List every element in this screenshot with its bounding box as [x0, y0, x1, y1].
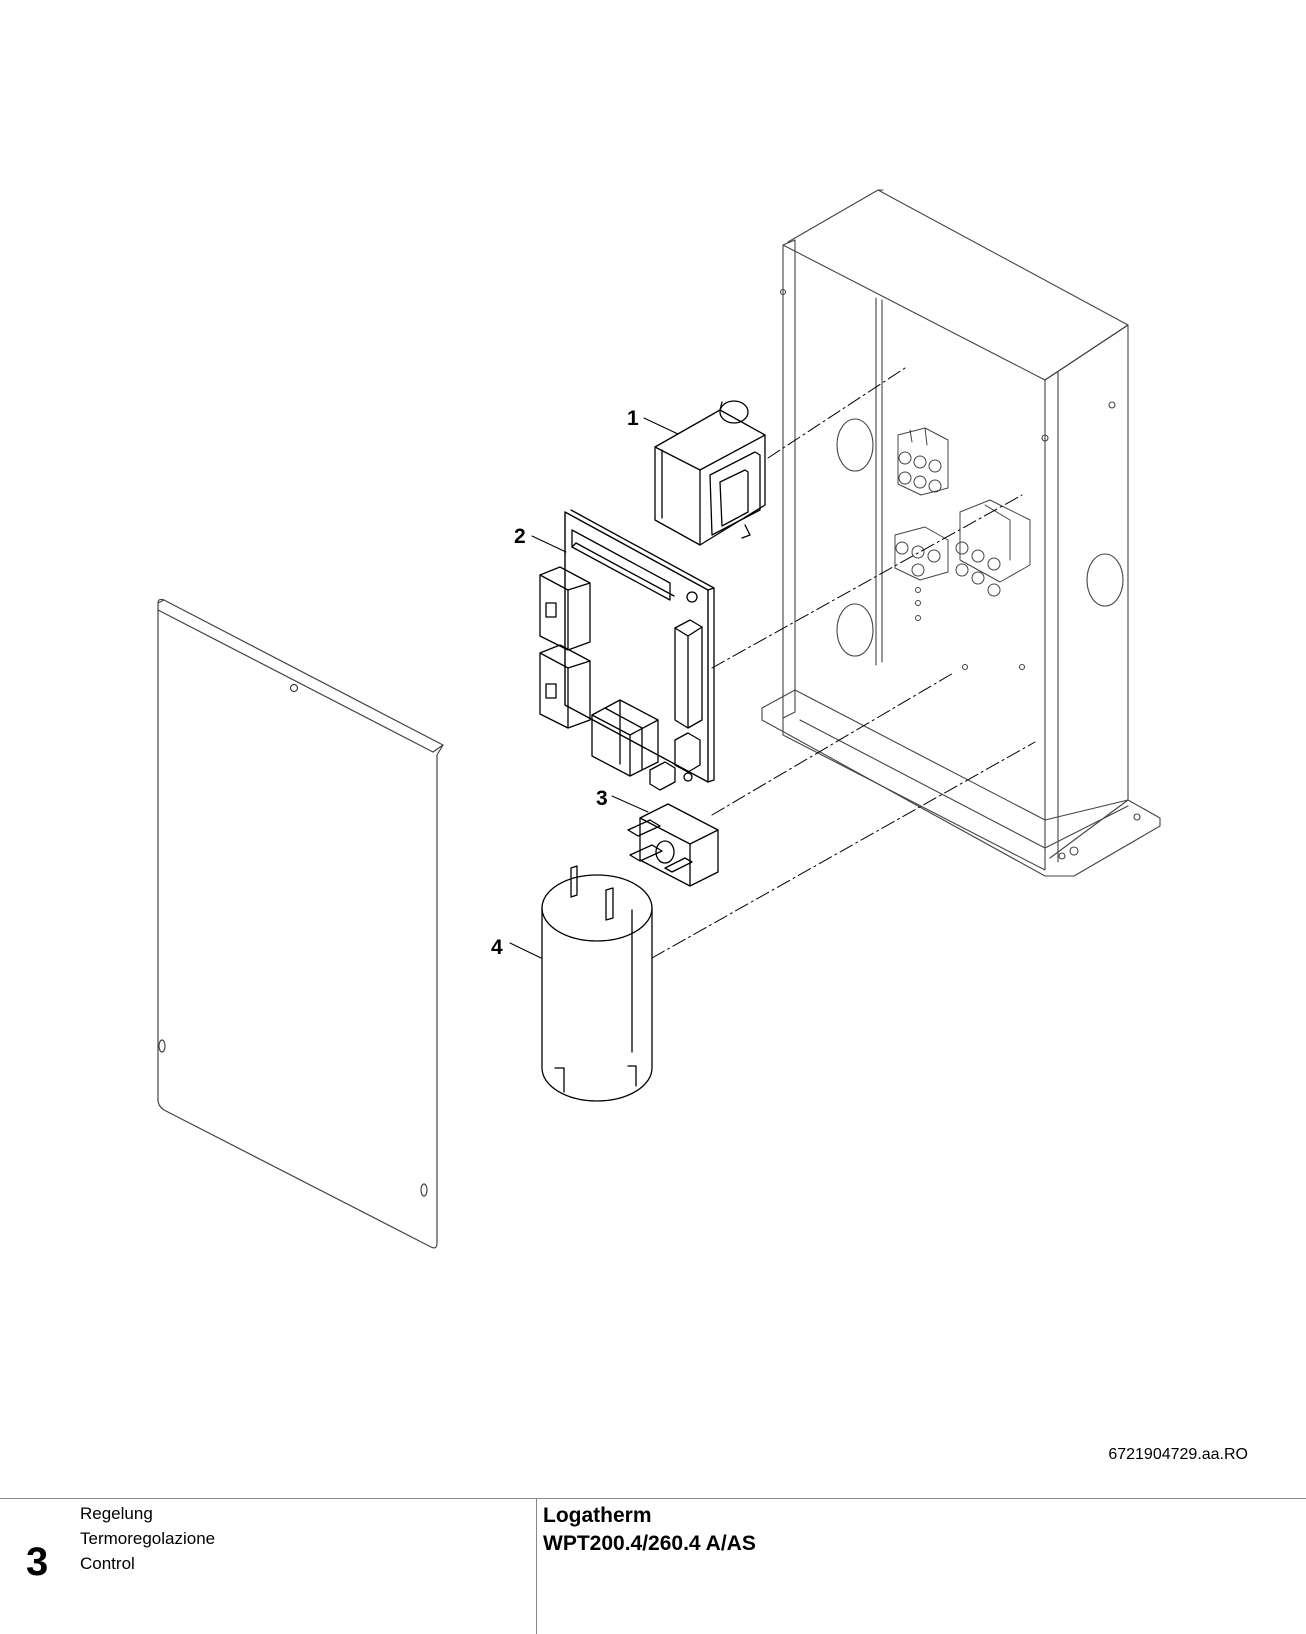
page-footer: 3 Regelung Termoregolazione Control Loga… — [0, 1498, 1306, 1634]
product-line-1: Logatherm — [543, 1504, 652, 1527]
alignment-lines — [651, 367, 1036, 959]
section-title-de: Regelung — [80, 1504, 153, 1523]
section-title-it: Termoregolazione — [80, 1529, 216, 1548]
chapter-number: 3 — [26, 1540, 49, 1584]
footer-divider — [536, 1499, 537, 1634]
cover-panel — [157, 598, 444, 1249]
drawing-code: 6721904729.aa.RO — [1108, 1446, 1248, 1463]
callout-1: 1 — [627, 407, 639, 430]
part-3-holder — [627, 803, 719, 887]
control-housing — [761, 189, 1161, 877]
product-line-2: WPT200.4/260.4 A/AS — [543, 1532, 756, 1555]
callout-2: 2 — [514, 525, 526, 548]
leader-lines — [509, 417, 679, 959]
part-1-transformer — [654, 400, 766, 546]
callout-4: 4 — [491, 936, 503, 959]
section-title-en: Control — [80, 1554, 135, 1573]
exploded-parts-diagram: 1 2 3 4 — [157, 189, 1161, 1249]
callout-3: 3 — [596, 787, 608, 810]
part-2-circuit-board — [539, 509, 715, 791]
section-titles: Regelung Termoregolazione Control — [80, 1501, 215, 1576]
product-name: Logatherm WPT200.4/260.4 A/AS — [543, 1502, 756, 1558]
part-4-capacitor — [541, 865, 653, 1102]
